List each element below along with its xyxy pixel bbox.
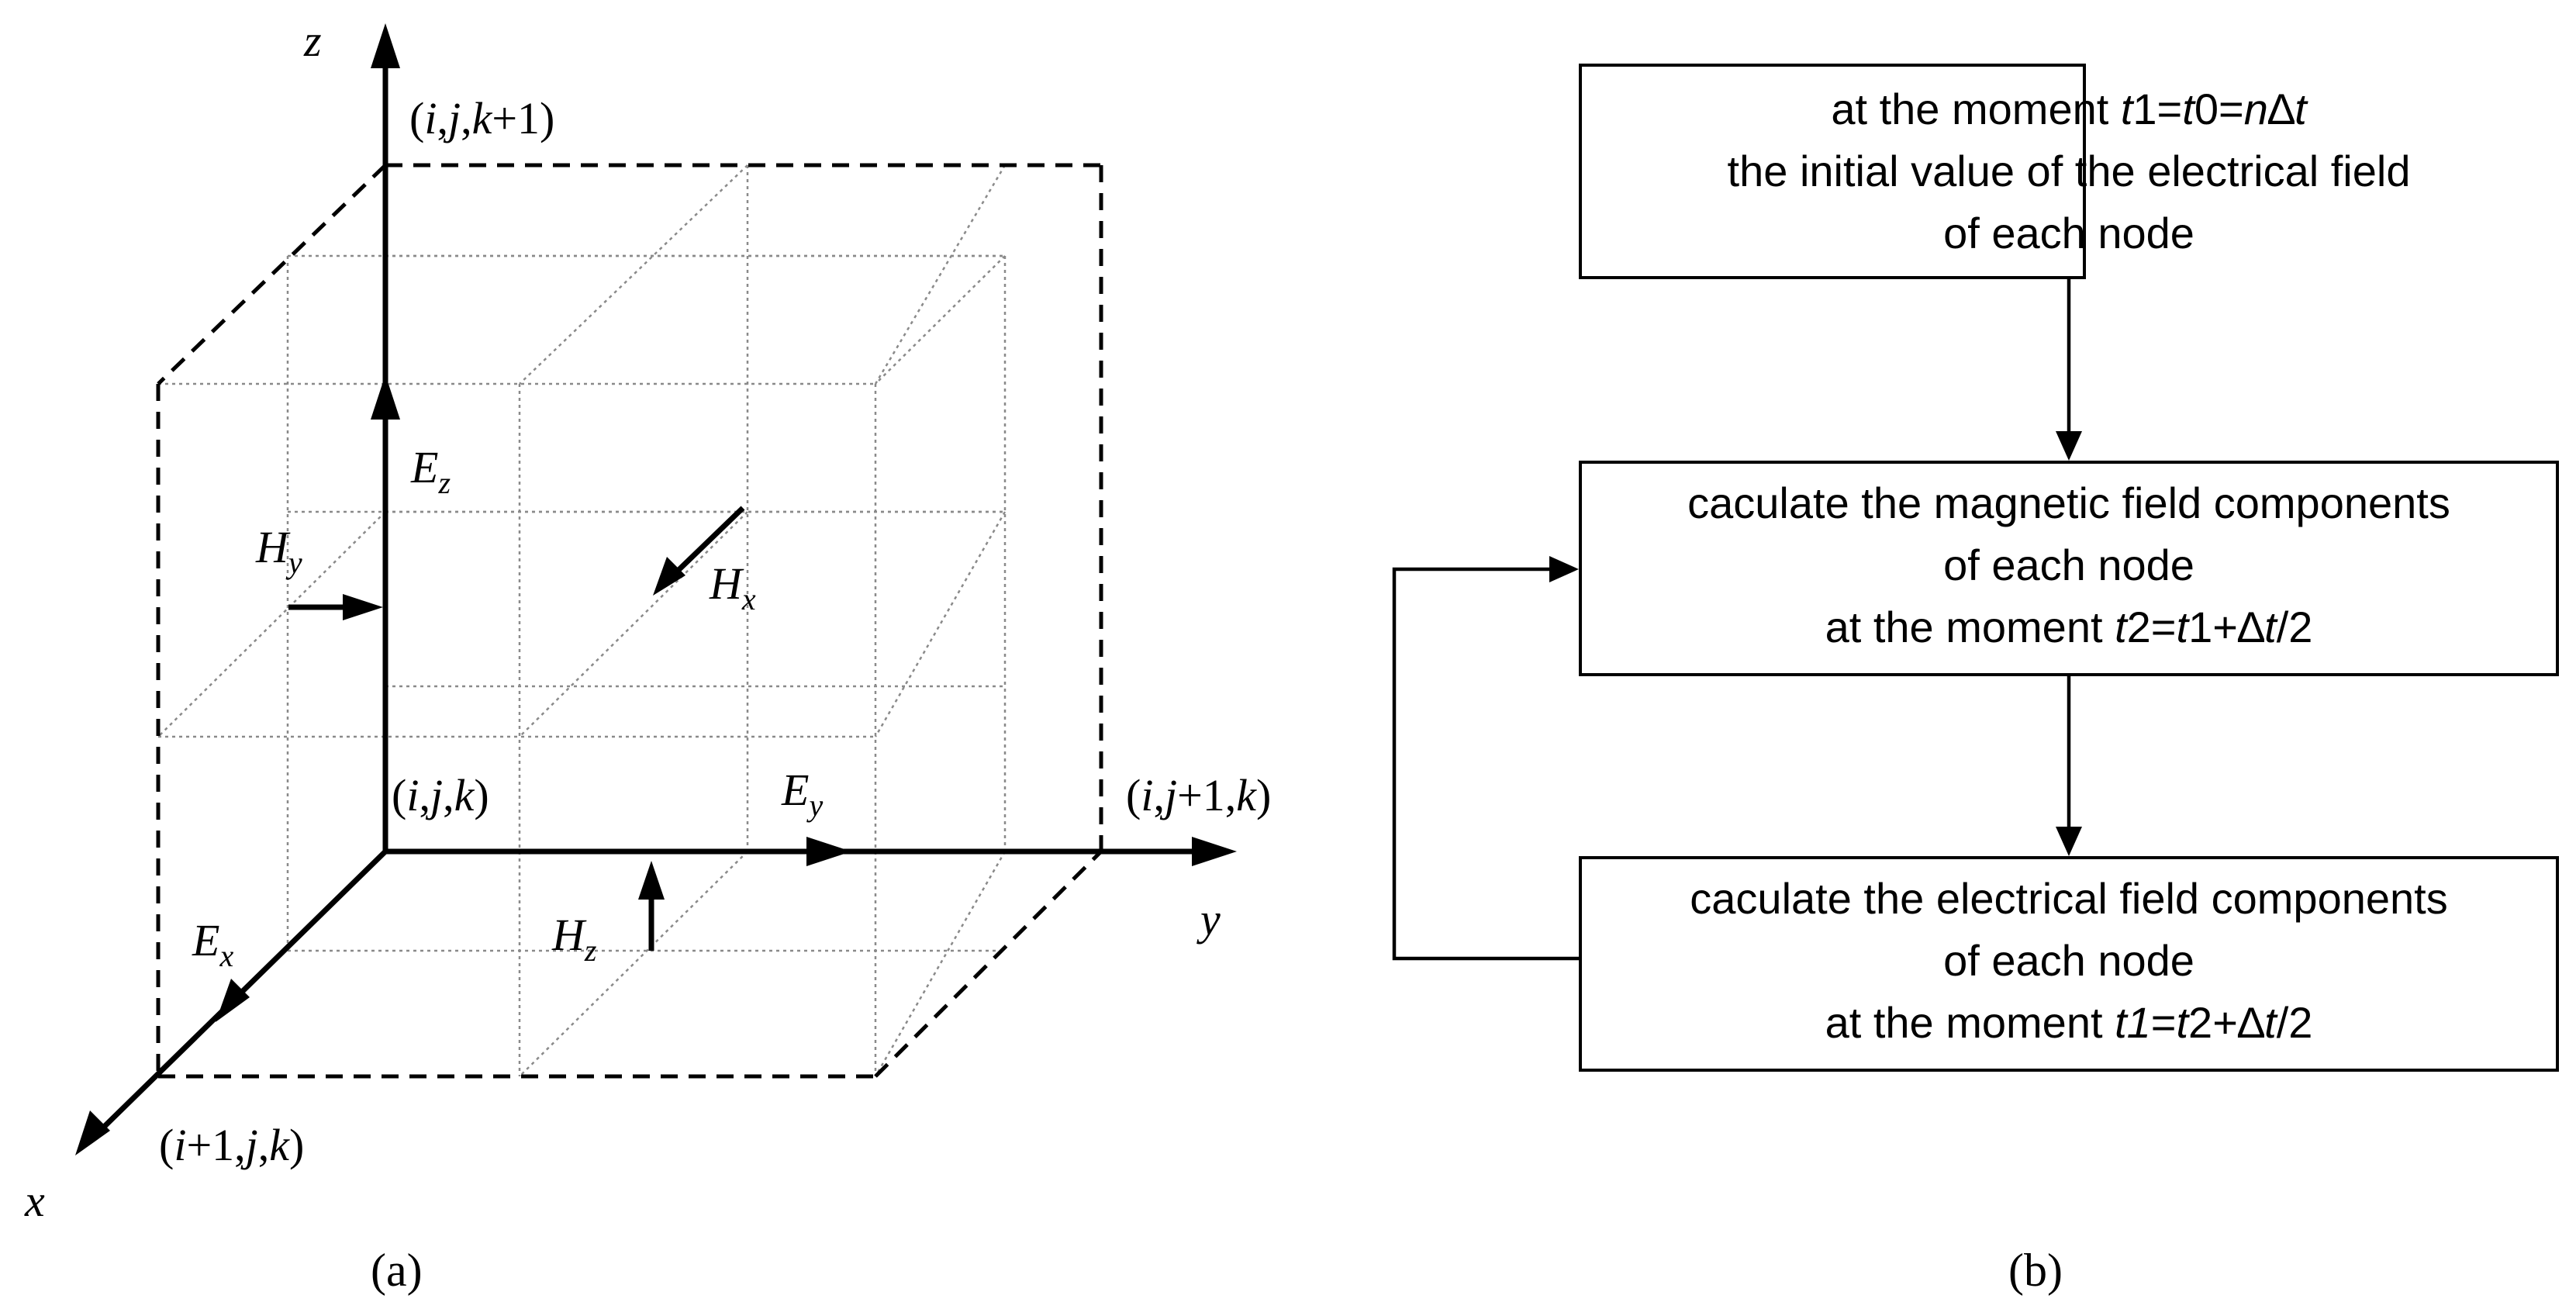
hz-label: Hz (551, 910, 597, 968)
hx-label: Hx (709, 558, 756, 617)
hz-arrowhead (638, 861, 665, 900)
arrow-loop-to-box2 (1549, 556, 1579, 582)
hx-arrowhead (653, 557, 685, 596)
node-origin-label: (i,j,k) (392, 770, 489, 820)
ey-label: Ey (781, 765, 823, 823)
panel-a-caption: (a) (371, 1245, 423, 1296)
arrow-box1-to-box2 (2056, 431, 2082, 461)
ex-arrowhead (216, 979, 250, 1022)
electrical-field-box (1579, 856, 2559, 1072)
y-axis-arrowhead (1192, 837, 1237, 866)
hy-label: Hy (255, 522, 302, 580)
z-axis-arrowhead (371, 23, 400, 68)
node-front-label: (i+1,j,k) (159, 1120, 304, 1170)
flowchart-panel: at the moment t1=t0=n∆t the initial valu… (1392, 64, 2559, 1296)
ez-label: Ez (410, 442, 451, 500)
grid-lines (157, 164, 1007, 1077)
ex-label: Ex (192, 915, 233, 973)
initial-value-box (1579, 64, 2086, 279)
x-axis-label: x (24, 1176, 45, 1226)
yee-cell-panel: z y x (i,j,k+1) (i,j,k) (i,j+1,k) (i+1,j… (24, 16, 1271, 1296)
box1-line2: the initial value of the electrical fiel… (1728, 147, 2411, 195)
box2-line2: of each node (1943, 541, 2194, 589)
arrow-box2-to-box3 (2056, 827, 2082, 856)
box3-line2: of each node (1943, 936, 2194, 985)
box1-line3: of each node (1943, 209, 2194, 257)
box1-line1: at the moment t1=t0=n∆t (1831, 85, 2308, 133)
box2-line3: at the moment t2=t1+∆t/2 (1825, 603, 2313, 651)
panel-b-caption: (b) (2008, 1245, 2063, 1296)
magnetic-field-box (1579, 461, 2559, 676)
box3-line3: at the moment t1=t2+∆t/2 (1825, 998, 2313, 1047)
node-right-label: (i,j+1,k) (1126, 770, 1271, 820)
y-axis-label: y (1196, 894, 1221, 945)
box3-line1: caculate the electrical field components (1690, 874, 2447, 923)
flow-arrows (1392, 278, 2082, 961)
node-top-label: (i,j,k+1) (409, 93, 554, 143)
z-axis-label: z (303, 16, 322, 66)
feedback-loop-line (1392, 567, 1580, 961)
hy-arrowhead (343, 594, 383, 620)
field-arrows (216, 375, 851, 1022)
ey-arrowhead (806, 837, 851, 866)
box2-line1: caculate the magnetic field components (1687, 478, 2450, 527)
axes (75, 23, 1237, 1155)
cube-edges (156, 163, 1103, 1079)
x-axis-arrowhead (75, 1110, 110, 1155)
ez-arrowhead (371, 375, 400, 420)
